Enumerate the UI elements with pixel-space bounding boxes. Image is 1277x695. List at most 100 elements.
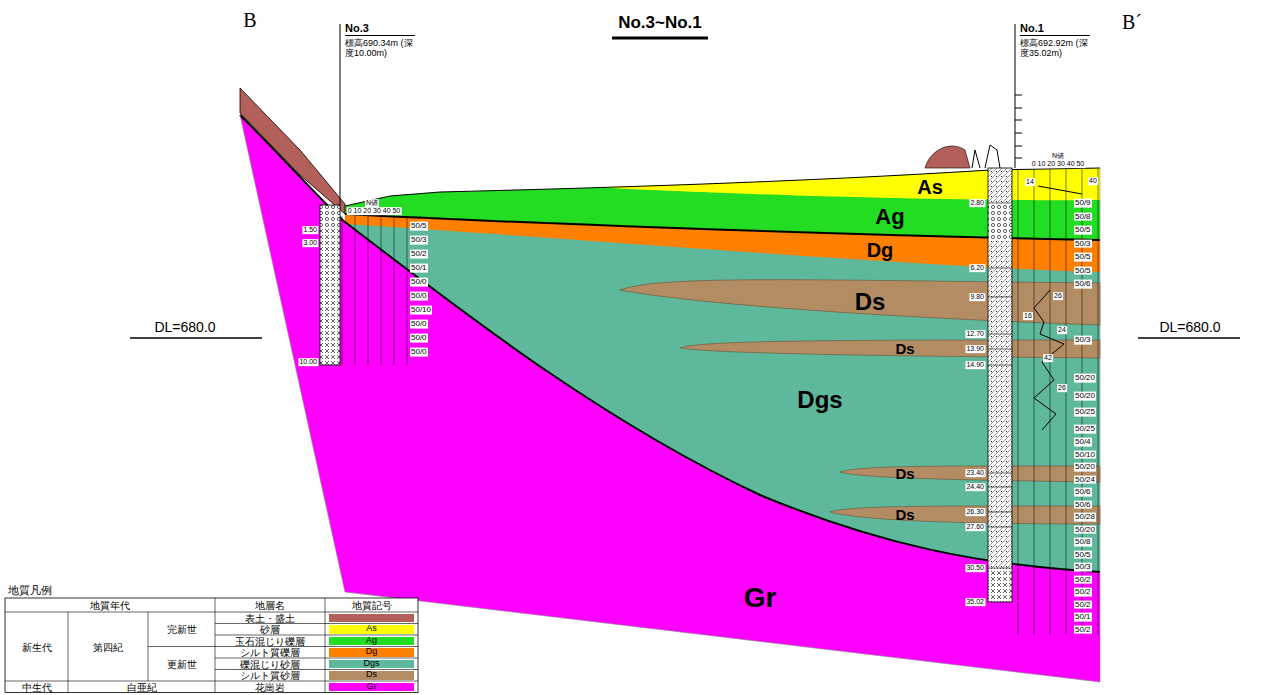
legend-label: シルト質礫層 xyxy=(240,647,300,658)
legend-label: 表土・盛土 xyxy=(245,612,295,623)
section-edge xyxy=(240,115,1100,682)
n-value: 50/0 xyxy=(410,278,428,287)
stratum-symbol: Ds xyxy=(895,466,914,483)
borehole-elevation: 標高690.34m (深度10.00m) xyxy=(345,38,415,59)
borehole-header: No.1標高692.92m (深度35.02m) xyxy=(1017,22,1092,60)
n-curve-value: 40 xyxy=(1088,177,1098,185)
n-value: 50/24 xyxy=(1074,475,1096,484)
legend-label: 礫混じり砂層 xyxy=(240,658,300,669)
legend-symbol: Ag xyxy=(366,636,377,646)
table-header: 地質記号 xyxy=(352,600,392,611)
legend-symbol: As xyxy=(366,624,377,634)
depth-value: 9.80 xyxy=(969,293,985,301)
n-value: 50/2 xyxy=(1074,600,1092,609)
table-header: 地層名 xyxy=(255,600,285,611)
n-value: 50/3 xyxy=(1074,563,1092,572)
stratum-symbol: Ds xyxy=(855,289,886,315)
era-cell: 新生代 xyxy=(22,641,52,652)
n-value: 50/10 xyxy=(410,306,432,315)
sand xyxy=(600,168,1100,200)
silty-sand-lens xyxy=(830,506,1100,524)
depth-value: 26.30 xyxy=(965,508,985,516)
n-value: 50/0 xyxy=(410,334,428,343)
n-value-heading: N値 xyxy=(365,199,379,207)
stratum-symbol: Ds xyxy=(895,341,914,358)
n-value: 50/4 xyxy=(1074,438,1092,447)
n-value: 50/9 xyxy=(1074,199,1092,208)
embankment xyxy=(925,146,970,168)
stratum-symbol: Ag xyxy=(875,205,904,229)
period-cell: 白亜紀 xyxy=(127,681,157,692)
table-header: 地質年代 xyxy=(90,600,130,611)
n-value: 50/20 xyxy=(1074,463,1096,472)
n-value: 50/3 xyxy=(1074,239,1092,248)
n-value: 50/28 xyxy=(1074,513,1096,522)
n-value: 50/0 xyxy=(410,348,428,357)
n-value: 50/0 xyxy=(410,292,428,301)
n-value: 50/8 xyxy=(1074,538,1092,547)
n-value-scale: 0 10 20 30 40 50 xyxy=(1031,160,1086,168)
stratum-symbol: Gr xyxy=(744,583,777,614)
n-value: 50/20 xyxy=(1074,374,1096,383)
depth-value: 12.70 xyxy=(965,330,985,338)
n-value: 50/8 xyxy=(1074,212,1092,221)
depth-value: 10.00 xyxy=(298,358,318,366)
section-end-label: B´ xyxy=(1122,11,1142,33)
section-end-label: B xyxy=(243,9,256,31)
legend-symbol: Dgs xyxy=(363,659,379,669)
title-underline xyxy=(612,38,708,39)
n-value: 50/2 xyxy=(1074,575,1092,584)
silty-sand-lens xyxy=(620,280,1100,325)
silty-sand-lens xyxy=(840,466,1100,482)
borehole-name: No.3 xyxy=(345,22,415,36)
n-value: 50/20 xyxy=(1074,525,1096,534)
legend-label: 花崗岩 xyxy=(255,681,285,692)
n-curve-value: 42 xyxy=(1043,354,1053,362)
stratum-symbol: Dg xyxy=(867,239,894,261)
stratum-symbol: Dgs xyxy=(797,387,842,413)
n-value: 50/3 xyxy=(410,236,428,245)
depth-value: 1.50 xyxy=(302,226,318,234)
n-curve-value: 14 xyxy=(1025,178,1035,186)
n-value: 50/25 xyxy=(1074,425,1096,434)
period-cell: 第四紀 xyxy=(93,641,123,652)
datum-level: DL=680.0 xyxy=(1159,320,1220,335)
n-value: 50/6 xyxy=(1074,280,1092,289)
depth-value: 6.20 xyxy=(969,264,985,272)
n-value: 50/1 xyxy=(410,264,428,273)
stratum-symbol: Ds xyxy=(895,507,914,524)
legend-swatch xyxy=(329,614,414,623)
n-value: 50/20 xyxy=(1074,392,1096,401)
legend-symbol: Ds xyxy=(366,670,377,680)
granite xyxy=(240,115,1100,682)
legend-label: シルト質砂層 xyxy=(240,670,300,681)
n-value: 50/6 xyxy=(1074,500,1092,509)
cobble-gravel xyxy=(345,168,1100,241)
n-value: 50/25 xyxy=(1074,408,1096,417)
n-value: 50/5 xyxy=(1074,226,1092,235)
epoch-cell: 更新世 xyxy=(167,658,197,669)
epoch-cell: 完新世 xyxy=(167,624,197,635)
n-value: 50/5 xyxy=(1074,266,1092,275)
n-value: 50/2 xyxy=(410,250,428,259)
n-value: 50/10 xyxy=(1074,450,1096,459)
topsoil xyxy=(240,88,345,214)
borehole-elevation: 標高692.92m (深度35.02m) xyxy=(1020,38,1090,59)
depth-value: 23.40 xyxy=(965,469,985,477)
depth-value: 30.50 xyxy=(965,564,985,572)
silty-sand-lens xyxy=(680,340,1100,358)
legend-label: 玉石混じり礫層 xyxy=(235,635,305,646)
depth-value: 24.40 xyxy=(965,483,985,491)
n-value: 50/5 xyxy=(410,222,428,231)
n-value: 50/6 xyxy=(1074,488,1092,497)
gravelly-sand xyxy=(345,215,1100,572)
n-curve-value: 26 xyxy=(1057,384,1067,392)
n-value: 50/5 xyxy=(1074,550,1092,559)
n-value-scale: 0 10 20 30 40 50 xyxy=(347,207,402,215)
n-value: 50/2 xyxy=(1074,588,1092,597)
depth-value: 27.60 xyxy=(965,523,985,531)
n-value: 50/2 xyxy=(1074,625,1092,634)
granite-boundary xyxy=(240,115,1100,572)
n-value: 50/5 xyxy=(1074,253,1092,262)
section-title: No.3~No.1 xyxy=(618,14,702,33)
